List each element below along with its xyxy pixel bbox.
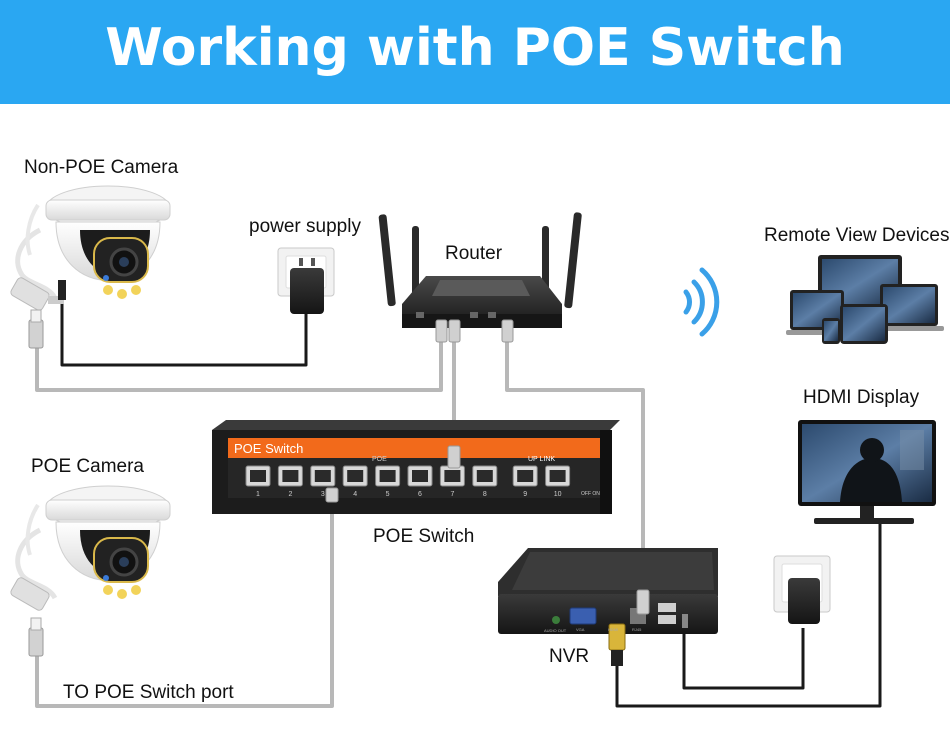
cables xyxy=(35,298,882,708)
power-supply-nvr xyxy=(773,555,831,624)
switch-port-socket xyxy=(517,470,534,482)
remote-view-devices xyxy=(786,255,944,344)
switch-uplink-label: UP LINK xyxy=(528,456,555,463)
poe-switch-label: POE Switch xyxy=(373,526,475,547)
switch-port-number: 1 xyxy=(256,491,260,498)
cable-noncam-to-router xyxy=(35,338,443,392)
switch-port-number: 2 xyxy=(288,491,292,498)
switch-port-number: 6 xyxy=(418,491,422,498)
cable-router-to-nvr xyxy=(505,338,645,600)
nvr-hdmi-label: HDMI xyxy=(608,627,618,632)
wifi-icon xyxy=(683,267,720,337)
nvr-audio-out-label: AUDIO OUT xyxy=(544,628,567,633)
switch-port-number: 3 xyxy=(321,491,325,498)
hdmi-display xyxy=(798,420,936,524)
poe-camera-label: POE Camera xyxy=(31,456,144,477)
switch-off-on-label: OFF ON xyxy=(581,491,600,497)
hdmi-display-label: HDMI Display xyxy=(803,387,920,408)
cable-hdmi xyxy=(615,524,882,708)
cable-power-noncam xyxy=(60,298,308,367)
title-banner: Working with POE Switch xyxy=(0,0,950,104)
nvr-rj45-label: RJ45 xyxy=(632,627,642,632)
switch-port-socket xyxy=(347,470,364,482)
switch-port-number: 9 xyxy=(523,491,527,498)
switch-ports: 1 2 3 4 5 6 7 8 9 10 xyxy=(245,465,571,498)
power-supply-label: power supply xyxy=(249,216,361,237)
switch-port-socket xyxy=(282,470,299,482)
switch-poe-group-label: POE xyxy=(372,456,387,463)
poe-camera xyxy=(10,485,171,657)
router xyxy=(378,212,582,328)
page-title: Working with POE Switch xyxy=(105,18,845,78)
nvr xyxy=(498,548,718,634)
cable-nvr-power xyxy=(682,628,805,690)
switch-port-socket xyxy=(379,470,396,482)
non-poe-camera xyxy=(10,185,171,349)
switch-port-number: 10 xyxy=(554,491,562,498)
non-poe-camera-label: Non-POE Camera xyxy=(24,157,179,178)
router-plugs xyxy=(435,319,514,343)
switch-port-number: 4 xyxy=(353,491,357,498)
router-label: Router xyxy=(445,243,503,264)
switch-port-socket xyxy=(412,470,428,482)
to-poe-switch-port-label: TO POE Switch port xyxy=(63,682,234,703)
power-supply xyxy=(277,247,335,314)
switch-brand-label: POE Switch xyxy=(234,441,303,456)
nvr-vga-label: VGA xyxy=(576,627,585,632)
switch-port-socket xyxy=(444,470,461,482)
nvr-label: NVR xyxy=(549,646,590,667)
switch-plugs xyxy=(325,445,461,503)
switch-port-socket xyxy=(549,470,566,482)
switch-port-number: 5 xyxy=(386,491,390,498)
cable-poecam-to-switch xyxy=(35,495,334,708)
nvr-plugs xyxy=(608,589,650,666)
switch-port-socket xyxy=(476,470,493,482)
switch-port-number: 7 xyxy=(450,491,454,498)
switch-port-socket xyxy=(250,470,266,482)
switch-port-socket xyxy=(314,470,331,482)
switch-port-number: 8 xyxy=(483,491,487,498)
remote-view-devices-label: Remote View Devices xyxy=(764,225,950,246)
